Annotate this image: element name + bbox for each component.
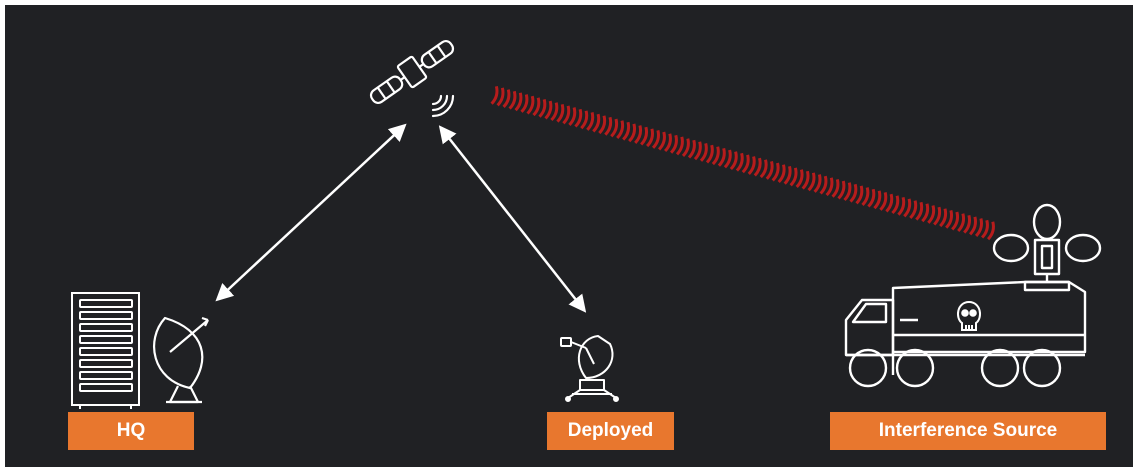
interference-wave-arc — [723, 149, 732, 169]
interference-wave-arc — [562, 105, 571, 125]
portable-dish-icon — [560, 335, 619, 402]
interference-wave-arc — [634, 125, 643, 144]
interference-wave-arc — [651, 130, 660, 149]
interference-wave-arc — [610, 118, 619, 138]
server-rack-icon — [71, 292, 140, 409]
interference-wave-arc — [550, 102, 559, 122]
interference-wave-arc — [645, 128, 654, 148]
interference-wave-arc — [628, 123, 637, 143]
interference-wave-arc — [867, 188, 876, 208]
interference-wave-arc — [879, 192, 888, 211]
interference-wave-arc — [765, 161, 774, 180]
interference-wave-arc — [616, 120, 625, 140]
interference-wave-arc — [747, 156, 756, 175]
interference-wave-arc — [885, 193, 894, 213]
interference-wave-arc — [687, 139, 696, 159]
interference-wave-arc — [825, 177, 834, 197]
interference-wave-arc — [508, 90, 517, 110]
interference-wave-arc — [514, 92, 523, 112]
signal-waves-icon — [431, 94, 455, 118]
interference-wave-arc — [980, 219, 989, 239]
interference-wave — [490, 85, 995, 241]
interference-wave-arc — [777, 164, 786, 184]
interference-wave-arc — [951, 211, 960, 231]
interference-wave-arc — [502, 89, 511, 108]
interference-wave-arc — [490, 85, 499, 105]
interference-wave-arc — [933, 206, 942, 226]
interference-wave-arc — [891, 195, 900, 215]
interference-wave-arc — [909, 200, 918, 219]
interference-wave-arc — [681, 138, 690, 157]
interference-wave-arc — [974, 218, 983, 237]
interference-wave-arc — [532, 97, 541, 117]
interference-wave-arc — [945, 210, 954, 229]
interference-wave-arc — [675, 136, 684, 156]
deployed-satellite-link-arrow — [438, 125, 587, 313]
interference-wave-arc — [705, 144, 714, 164]
interference-wave-arc — [903, 198, 912, 218]
interference-wave-arc — [556, 103, 565, 123]
interference-wave-arc — [897, 196, 906, 216]
interference-wave-arc — [568, 107, 577, 126]
interference-wave-arc — [968, 216, 977, 236]
interference-wave-arc — [669, 134, 678, 154]
interference-wave-arc — [795, 169, 804, 188]
interference-wave-arc — [538, 99, 547, 118]
interference-wave-arc — [783, 165, 792, 185]
interference-wave-arc — [957, 213, 966, 233]
interference-wave-arc — [693, 141, 702, 161]
interference-wave-arc — [717, 147, 726, 167]
interference-wave-arc — [915, 201, 924, 221]
interference-wave-arc — [622, 121, 631, 141]
interference-wave-arc — [753, 157, 762, 177]
interference-wave-arc — [729, 151, 738, 171]
interference-wave-arc — [592, 113, 601, 133]
interference-wave-arc — [927, 205, 936, 224]
interference-wave-arc — [657, 131, 666, 151]
interference-wave-arc — [873, 190, 882, 210]
interference-wave-arc — [849, 183, 858, 203]
satellite-icon — [369, 39, 455, 105]
interference-wave-arc — [598, 115, 607, 135]
satellite-dish-icon — [152, 316, 209, 404]
interference-wave-arc — [663, 133, 672, 153]
interference-wave-arc — [520, 94, 529, 113]
interference-wave-arc — [711, 146, 720, 166]
interference-wave-arc — [741, 154, 750, 174]
interference-wave-arc — [807, 172, 816, 192]
interference-wave-arc — [789, 167, 798, 187]
interference-wave-arc — [604, 116, 613, 136]
interference-wave-arc — [526, 95, 535, 115]
interference-wave-arc — [963, 214, 972, 234]
interference-wave-arc — [837, 180, 846, 200]
hq-label: HQ — [68, 412, 194, 450]
interference-wave-arc — [699, 143, 708, 162]
interference-wave-arc — [986, 221, 995, 241]
interference-source-label: Interference Source — [830, 412, 1106, 450]
interference-wave-arc — [735, 152, 744, 172]
interference-wave-arc — [496, 87, 505, 107]
hq-satellite-link-arrow — [215, 123, 407, 302]
interference-wave-arc — [771, 162, 780, 182]
interference-wave-arc — [819, 175, 828, 195]
interference-wave-arc — [640, 126, 649, 146]
jammer-truck-icon — [844, 203, 1102, 388]
skull-icon — [956, 300, 982, 331]
interference-wave-arc — [586, 112, 595, 131]
interference-wave-arc — [855, 185, 864, 205]
interference-wave-arc — [759, 159, 768, 179]
interference-wave-arc — [544, 100, 553, 120]
interference-wave-arc — [921, 203, 930, 223]
interference-wave-arc — [813, 174, 822, 193]
interference-wave-arc — [801, 170, 810, 190]
interference-wave-arc — [861, 187, 870, 206]
interference-wave-arc — [831, 179, 840, 198]
interference-wave-arc — [843, 182, 852, 202]
deployed-label: Deployed — [547, 412, 674, 450]
interference-wave-arc — [939, 208, 948, 228]
